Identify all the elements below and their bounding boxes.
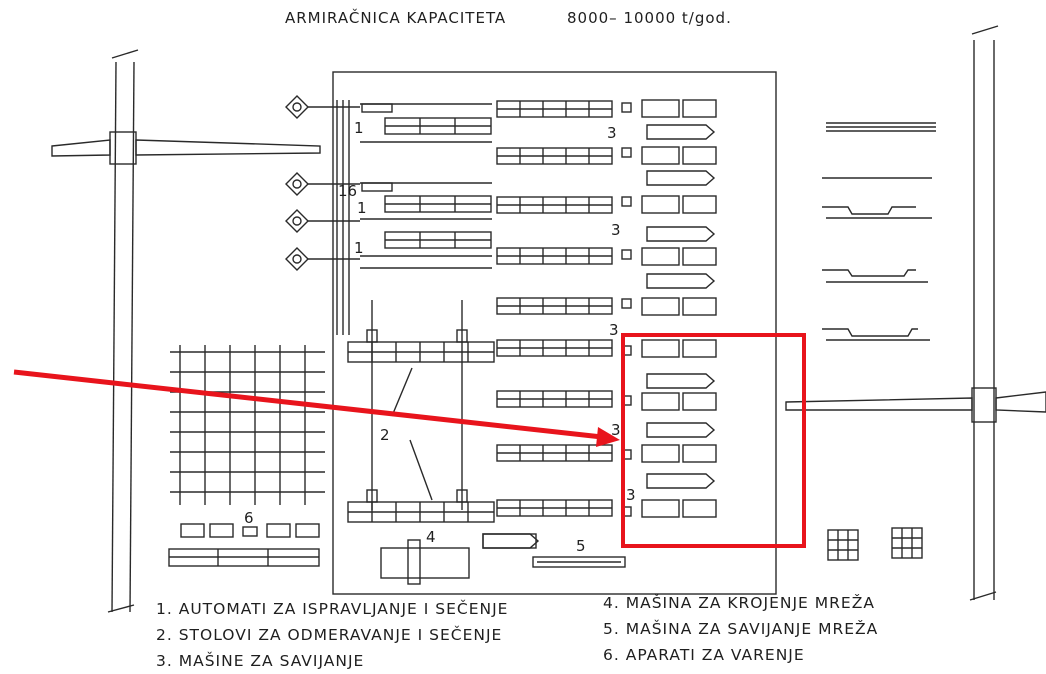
label-3-e: 3 <box>626 486 636 504</box>
right-mesh-panels <box>827 527 923 561</box>
annotation-highlight <box>13 333 806 548</box>
label-4: 4 <box>426 528 436 546</box>
legend-item-4: 4. MAŠINA ZA KROJENJE MREŽA <box>603 593 875 612</box>
left-crane-column <box>51 49 321 613</box>
label-6: 6 <box>244 509 254 527</box>
straightening-lines <box>360 103 492 269</box>
capacity-label: 8000– 10000 t/god. <box>567 9 732 27</box>
label-1-c: 1 <box>354 239 364 257</box>
wire-coil-stands <box>285 95 360 271</box>
legend-item-3: 3. MAŠINE ZA SAVIJANJE <box>156 651 364 670</box>
label-3-b: 3 <box>611 221 621 239</box>
highlight-arrow <box>13 369 603 440</box>
label-16: 16 <box>338 182 357 200</box>
right-crane-column <box>785 25 1046 601</box>
feed-rails <box>336 100 463 510</box>
legend-item-2: 2. STOLOVI ZA ODMERAVANJE I SEČENJE <box>156 625 502 644</box>
cutting-tables <box>496 100 613 517</box>
label-3-c: 3 <box>609 321 619 339</box>
label-1-a: 1 <box>354 119 364 137</box>
highlight-box <box>621 333 806 548</box>
label-2: 2 <box>380 426 390 444</box>
legend-item-5: 5. MAŠINA ZA SAVIJANJE MREŽA <box>603 619 878 638</box>
diagram-title: ARMIRAČNICA KAPACITETA <box>285 8 506 27</box>
rebar-samples <box>822 122 936 341</box>
label-1-b: 1 <box>357 199 367 217</box>
legend: 1. AUTOMATI ZA ISPRAVLJANJE I SEČENJE 2.… <box>156 593 878 670</box>
mesh-bending-machine <box>532 556 626 568</box>
mesh-cutting-machine <box>380 533 540 585</box>
label-3-d: 3 <box>611 421 621 439</box>
label-5: 5 <box>576 537 586 555</box>
legend-item-6: 6. APARATI ZA VARENJE <box>603 646 805 664</box>
label-3-a: 3 <box>607 124 617 142</box>
measuring-tables <box>347 329 495 523</box>
left-mesh-yard <box>168 345 325 567</box>
legend-item-1: 1. AUTOMATI ZA ISPRAVLJANJE I SEČENJE <box>156 599 508 618</box>
output-boxes <box>641 99 717 518</box>
highlight-arrowhead <box>596 427 620 447</box>
